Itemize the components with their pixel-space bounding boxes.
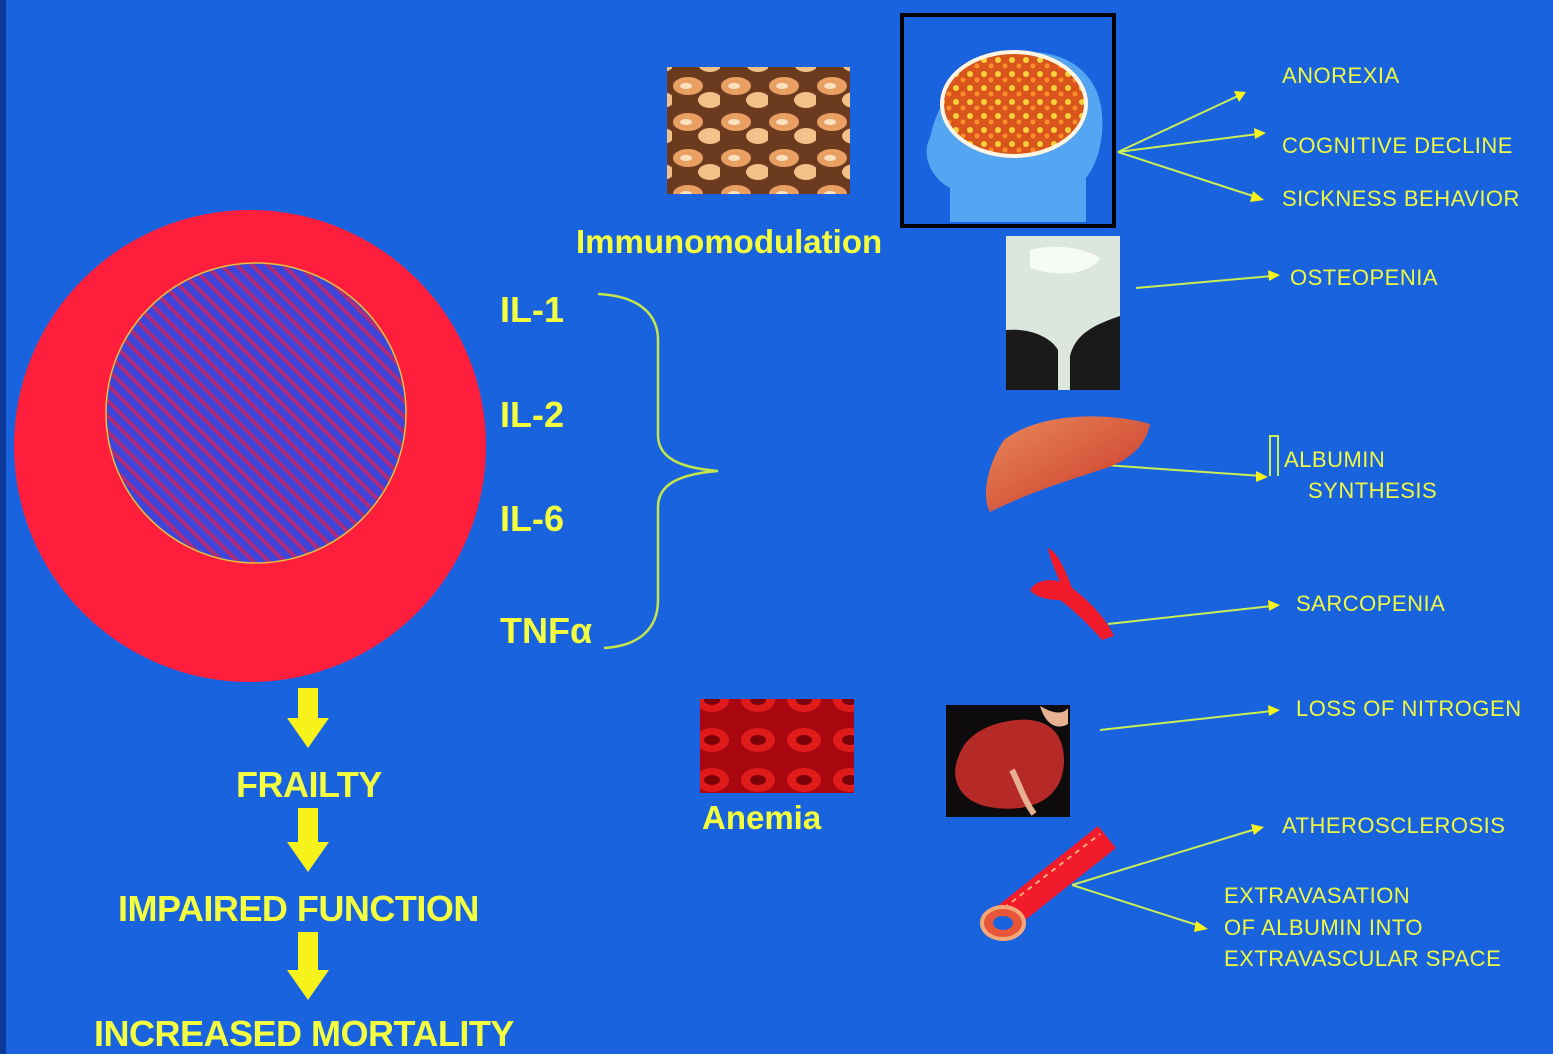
blood-vessel-icon [982,826,1116,939]
effect-loss-of-nitrogen: LOSS OF NITROGEN [1296,693,1522,724]
white-cells-image [667,67,850,194]
down-arrow-icon [287,932,329,1000]
effect-anorexia: ANOREXIA [1282,60,1400,91]
effect-arrowheads [1194,91,1280,932]
brain-icon [942,52,1086,156]
anemia-label: Anemia [702,799,821,837]
cytokine-il1: IL-1 [500,289,564,331]
bone-xray-image [1006,236,1120,390]
effect-albumin-line1: ALBUMIN [1284,444,1385,475]
muscle-icon [1030,548,1114,640]
frailty-label: FRAILTY [236,764,382,806]
effect-extravasation-line3: EXTRAVASCULAR SPACE [1224,943,1501,974]
down-arrow-icon [287,808,329,872]
effect-sickness-behavior: SICKNESS BEHAVIOR [1282,183,1520,214]
increased-mortality-label: INCREASED MORTALITY [94,1013,514,1054]
down-arrow-icon [287,688,329,748]
hatched-core [106,263,406,563]
effect-albumin-line2: SYNTHESIS [1308,475,1437,506]
flow-arrows [287,688,329,1000]
red-blood-cells-image [700,699,854,793]
impaired-function-label: IMPAIRED FUNCTION [118,888,479,930]
effect-atherosclerosis: ATHEROSCLEROSIS [1282,810,1505,841]
cytokine-tnf-alpha: TNFα [500,610,592,652]
effect-extravasation-line1: EXTRAVASATION [1224,880,1410,911]
cytokine-il6: IL-6 [500,498,564,540]
effect-sarcopenia: SARCOPENIA [1296,588,1445,619]
immunomodulation-label: Immunomodulation [576,223,882,261]
kidney-image [946,705,1070,817]
cytokine-brace [598,294,718,648]
liver-icon [986,416,1150,512]
effect-osteopenia: OSTEOPENIA [1290,262,1438,293]
effect-cognitive-decline: COGNITIVE DECLINE [1282,130,1513,161]
cytokine-il2: IL-2 [500,394,564,436]
effect-extravasation-line2: OF ALBUMIN INTO [1224,912,1423,943]
